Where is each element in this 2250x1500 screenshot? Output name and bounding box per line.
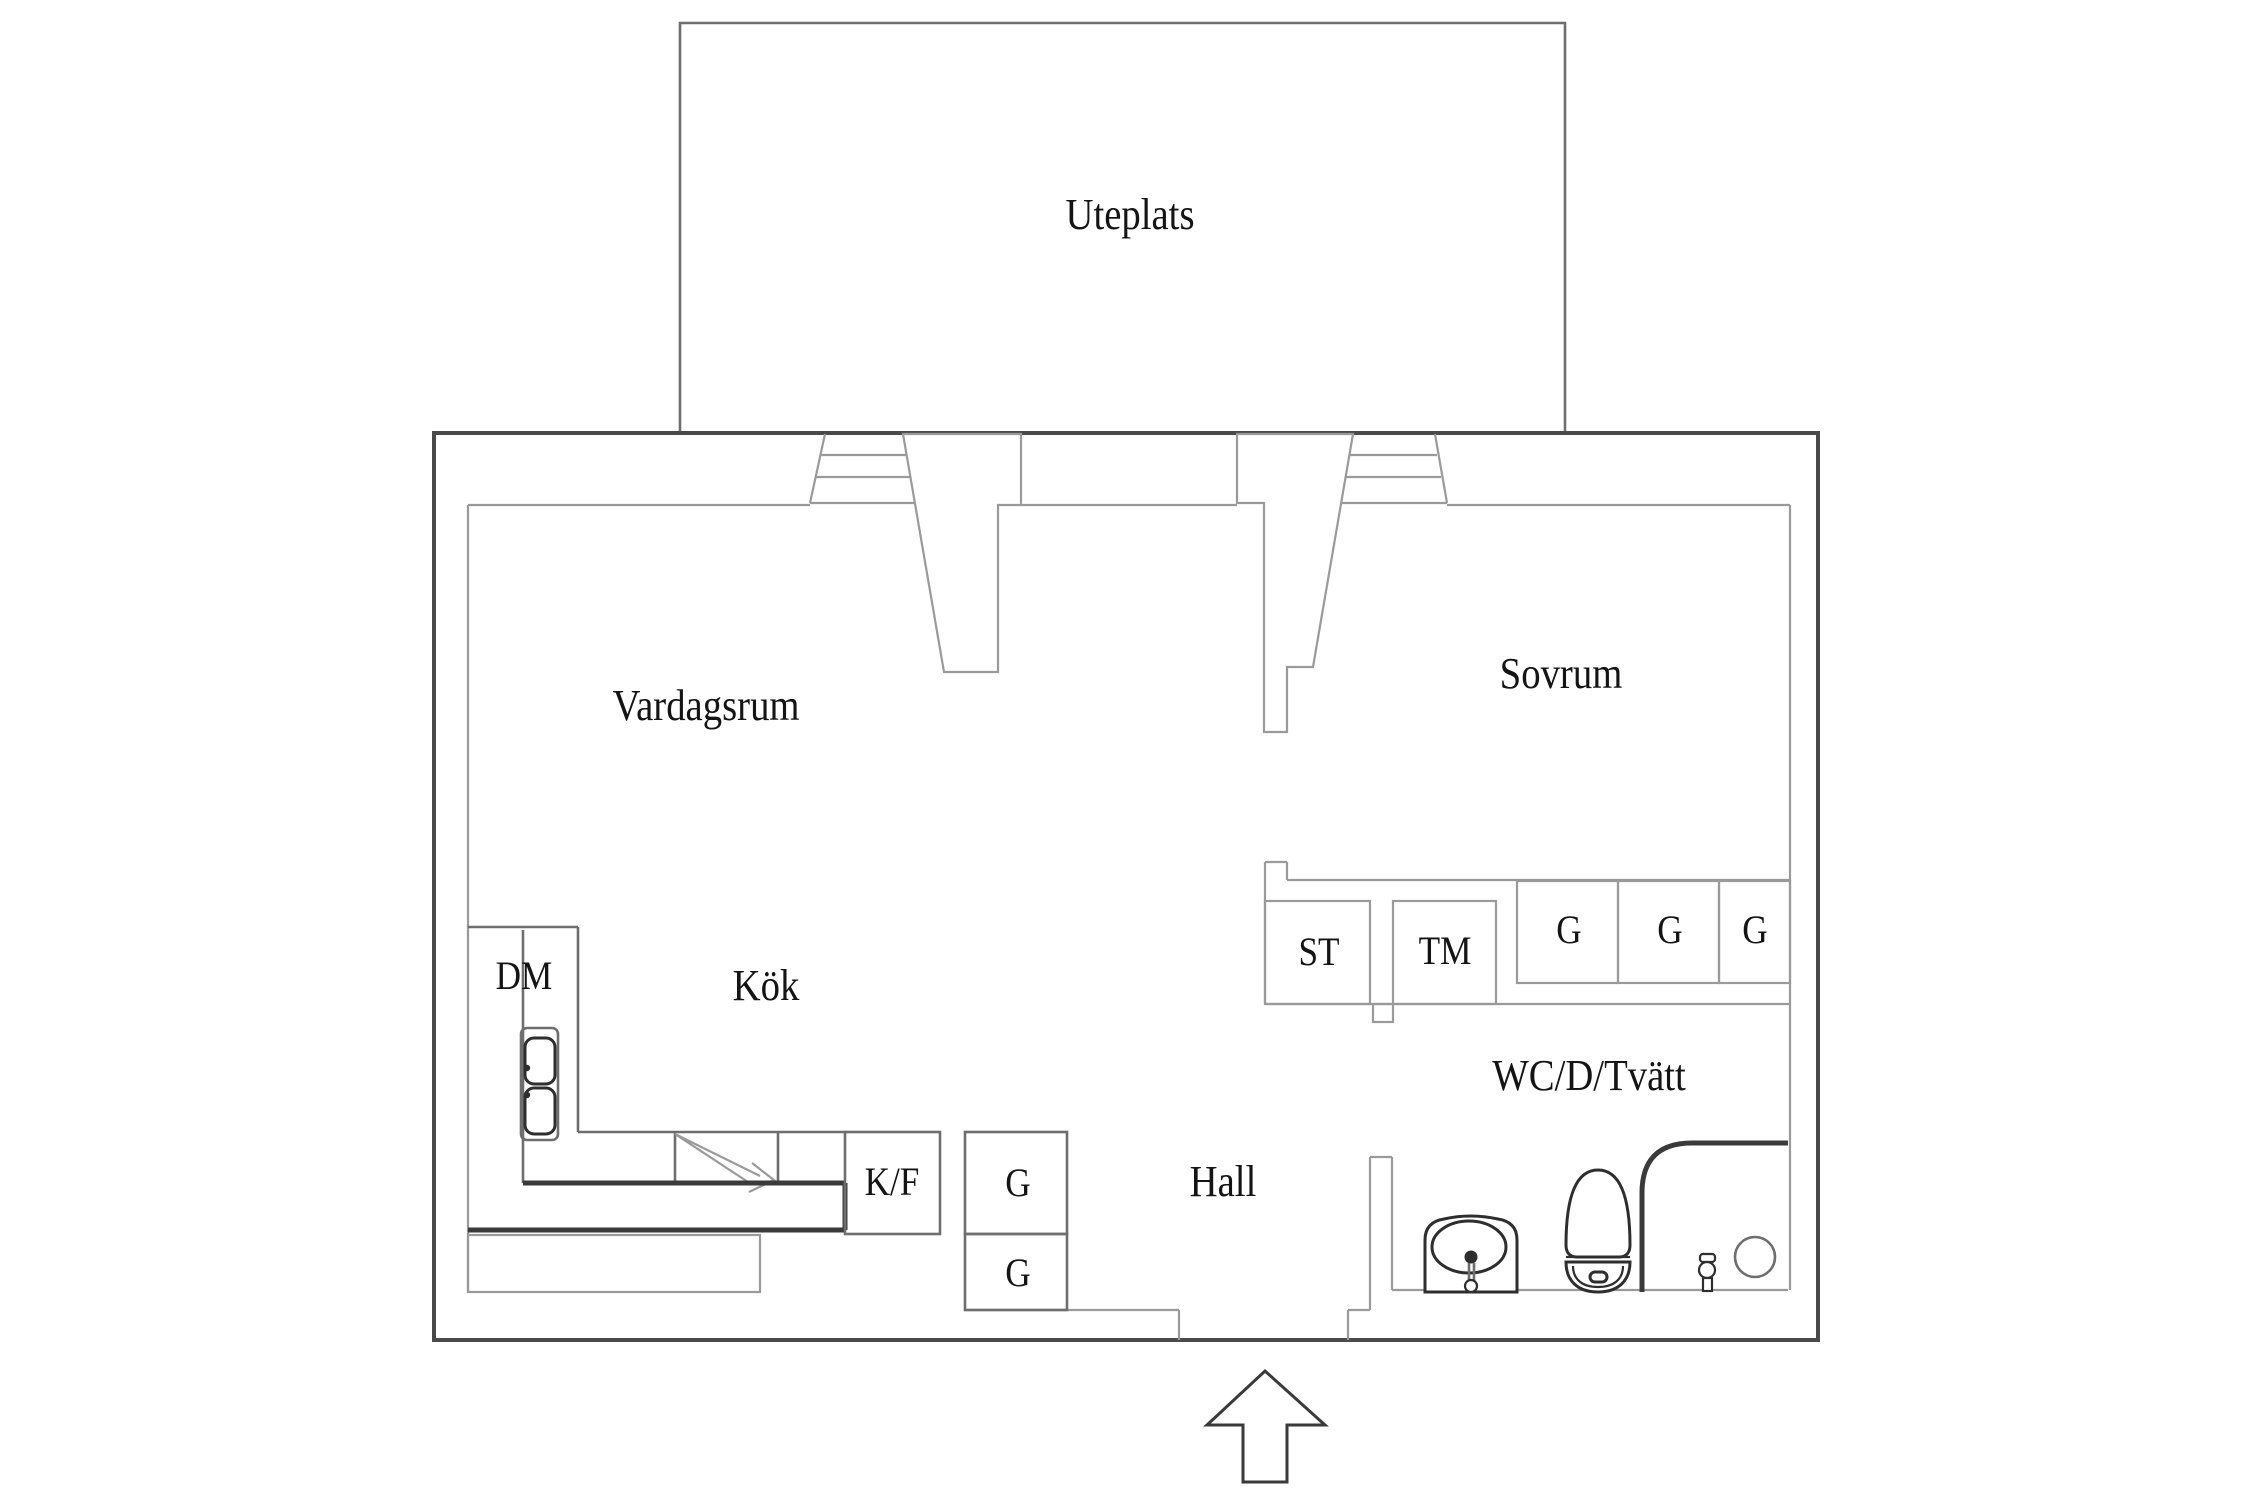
wardrobe-box (1717, 879, 1792, 985)
patio-door-icon (901, 432, 1023, 674)
entrance-arrow-icon (1203, 1368, 1329, 1484)
toilet-icon (1564, 1168, 1632, 1294)
patio-steps-icon (808, 433, 915, 505)
fixture-label-tm: TM (1418, 928, 1472, 973)
shower-icon (1639, 1140, 1788, 1293)
fixture-label-g-sovrum-1: G (1556, 907, 1582, 952)
stove-icon (673, 1132, 780, 1193)
room-label-uteplats: Uteplats (1065, 190, 1195, 239)
fixture-label-g-sovrum-3: G (1742, 907, 1768, 952)
kf-box (843, 1130, 942, 1236)
appliance-boxes (843, 1130, 1069, 1312)
patio-door-vardagsrum (808, 432, 1023, 674)
sink-icon (519, 1026, 560, 1142)
closet-row (1263, 860, 1792, 1024)
fixture-label-g-hall-1: G (1005, 1160, 1031, 1205)
fixture-label-g-sovrum-2: G (1657, 907, 1683, 952)
room-label-sovrum: Sovrum (1499, 649, 1623, 698)
fixture-label-g-hall-2: G (1005, 1250, 1031, 1295)
room-label-kok: Kök (732, 961, 800, 1010)
fixture-label-kf: K/F (864, 1159, 920, 1204)
patio-door-sovrum (1235, 432, 1449, 734)
fixture-label-dm: DM (495, 953, 553, 998)
low-cabinet (466, 1233, 762, 1294)
room-label-wc: WC/D/Tvätt (1492, 1051, 1686, 1100)
st-box (1263, 899, 1372, 1006)
patio-door-icon (1235, 432, 1355, 734)
hall-floor-line (965, 1308, 1181, 1340)
wardrobe-box (963, 1232, 1069, 1312)
outer-walls (432, 431, 1820, 1342)
room-label-hall: Hall (1189, 1157, 1257, 1206)
tm-box (1391, 899, 1498, 1006)
patio-outline (678, 21, 1567, 433)
fixture-label-st: ST (1298, 929, 1340, 974)
washbasin-icon (1423, 1214, 1519, 1294)
patio-steps-icon (1341, 433, 1449, 505)
room-label-vardagsrum: Vardagsrum (612, 681, 800, 730)
